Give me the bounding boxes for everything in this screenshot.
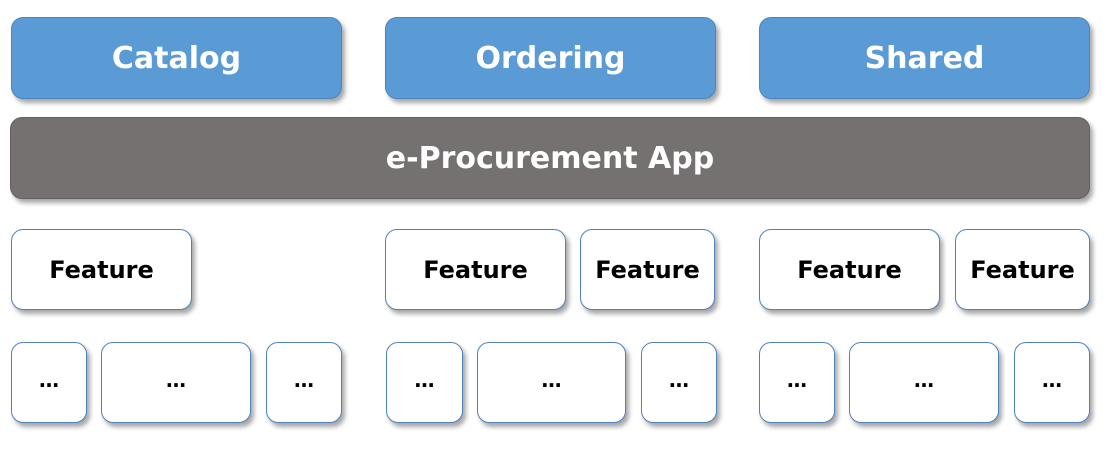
feature-box: Feature [955,229,1090,310]
module-catalog-label: Catalog [111,40,242,76]
sub-item-box: … [759,342,835,423]
feature-label: Feature [970,255,1075,284]
module-ordering-label: Ordering [475,40,626,76]
sub-item-label: … [39,367,59,392]
sub-item-label: … [914,367,934,392]
sub-item-label: … [1042,367,1062,392]
module-shared: Shared [759,17,1090,99]
sub-item-box: … [11,342,87,423]
feature-label: Feature [595,255,700,284]
sub-item-box: … [386,342,463,423]
sub-item-box: … [641,342,717,423]
feature-label: Feature [797,255,902,284]
feature-box: Feature [759,229,940,310]
sub-item-label: … [294,367,314,392]
sub-item-box: … [101,342,251,423]
sub-item-label: … [414,367,435,392]
feature-label: Feature [49,255,154,284]
sub-item-box: … [477,342,626,423]
module-shared-label: Shared [864,40,985,76]
sub-item-label: … [541,367,562,392]
feature-box: Feature [580,229,715,310]
feature-box: Feature [385,229,566,310]
sub-item-box: … [1014,342,1090,423]
sub-item-label: … [166,367,186,392]
sub-item-label: … [669,367,689,392]
app-bar-label: e-Procurement App [385,140,715,176]
sub-item-box: … [849,342,999,423]
sub-item-label: … [787,367,807,392]
module-catalog: Catalog [11,17,342,99]
sub-item-box: … [266,342,342,423]
module-ordering: Ordering [385,17,716,99]
feature-label: Feature [423,255,528,284]
app-bar: e-Procurement App [10,117,1090,199]
feature-box: Feature [11,229,192,310]
